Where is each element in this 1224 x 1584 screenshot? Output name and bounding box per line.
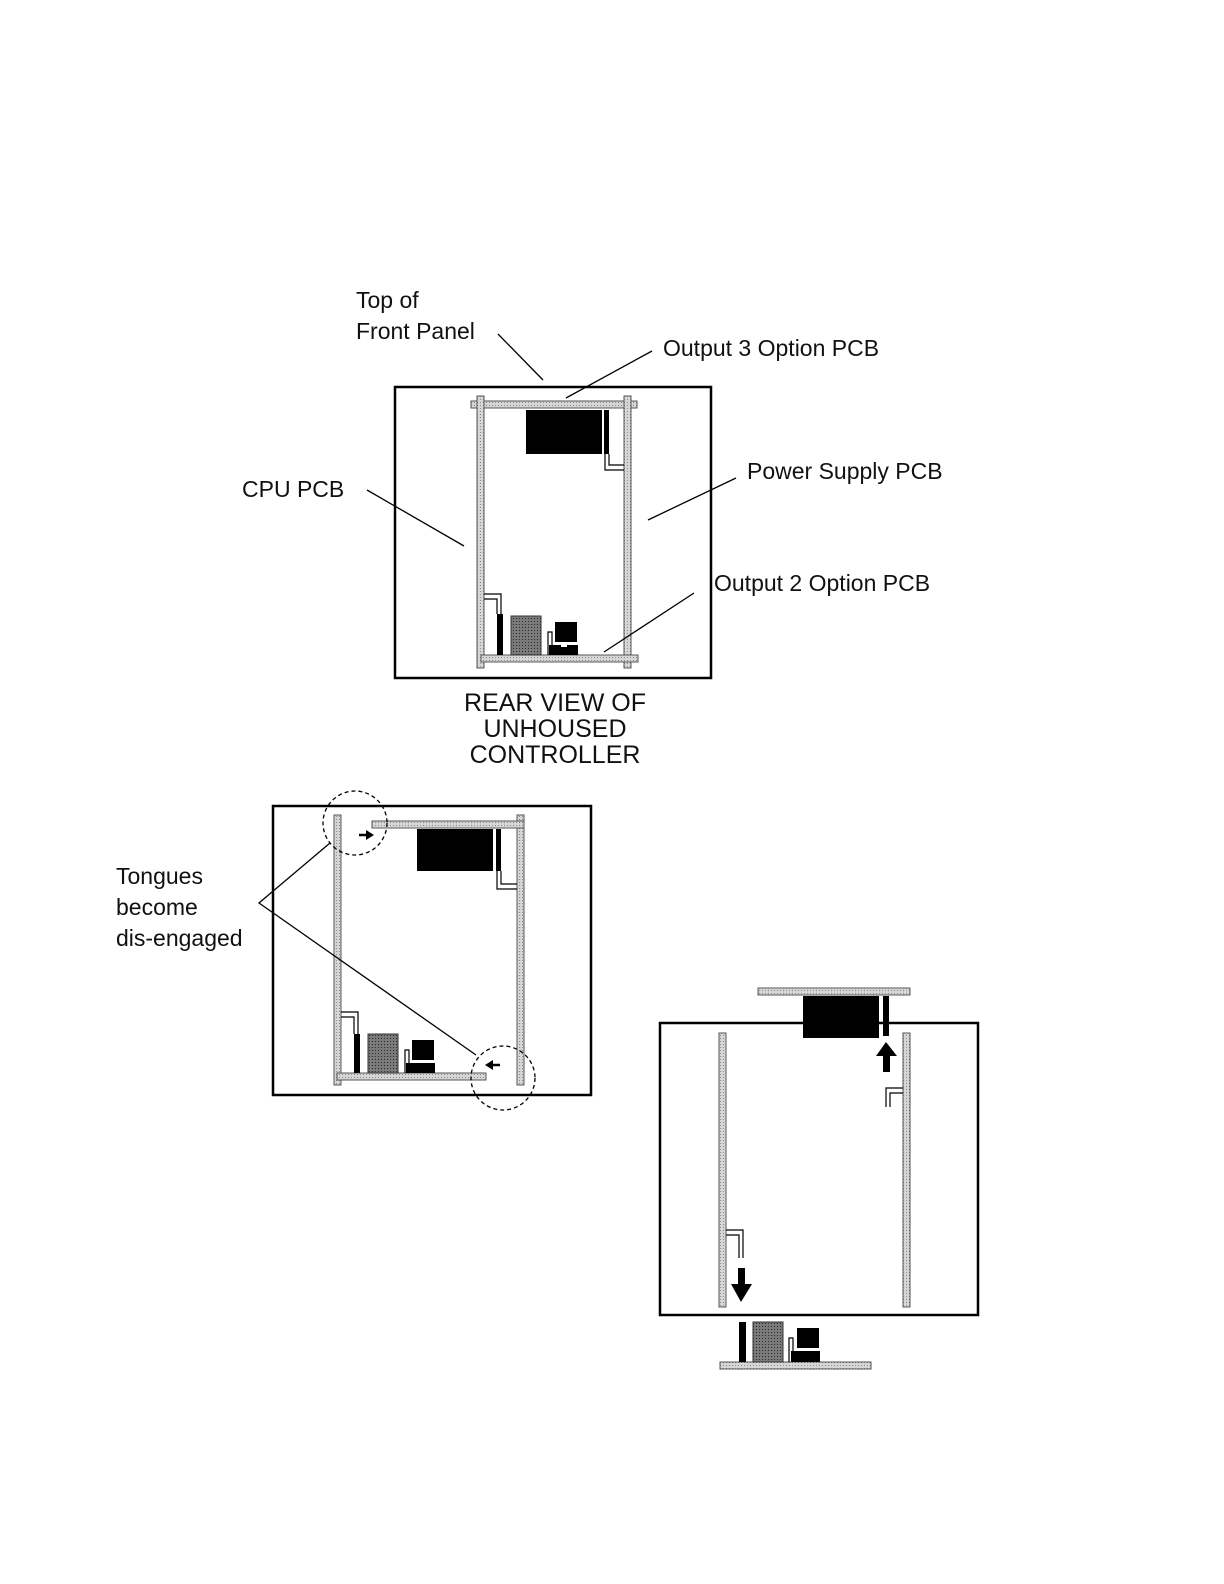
cpu-board-3 xyxy=(719,1033,726,1307)
output3-board xyxy=(471,401,637,408)
output2-relay-base-2 xyxy=(406,1063,435,1073)
label-output3-option-pcb: Output 3 Option PCB xyxy=(663,333,879,364)
arrow-up-icon xyxy=(876,1042,897,1056)
power-pin-connector-3 xyxy=(886,1088,903,1107)
output2-transformer-2 xyxy=(368,1034,398,1073)
boards-removed-view xyxy=(660,988,978,1369)
output3-connector xyxy=(604,410,609,454)
tongues-disengaged-view xyxy=(259,791,591,1110)
output2-relay-base-removed xyxy=(791,1351,820,1362)
label-top-front-panel-line2: Front Panel xyxy=(356,316,475,347)
output2-pin-connector-2 xyxy=(341,1012,358,1034)
caption-rear-view: REAR VIEW OF UNHOUSED CONTROLLER xyxy=(430,690,680,768)
output2-connector-removed xyxy=(739,1322,746,1362)
leader-output2 xyxy=(604,593,694,652)
output2-board xyxy=(481,655,638,662)
output3-pin-connector xyxy=(605,454,624,470)
output2-connector xyxy=(497,614,503,655)
power-supply-board-2 xyxy=(517,815,524,1085)
arrow-left-icon-head xyxy=(485,1060,493,1070)
caption-line-2: UNHOUSED xyxy=(430,716,680,742)
label-cpu-pcb: CPU PCB xyxy=(242,474,344,505)
label-output2-option-pcb: Output 2 Option PCB xyxy=(714,568,930,599)
arrow-down-icon xyxy=(731,1284,752,1302)
leader-tongues xyxy=(259,843,476,1055)
output2-relay xyxy=(555,622,577,642)
cpu-pin-connector-3 xyxy=(726,1230,743,1258)
cpu-board-2 xyxy=(334,815,341,1085)
output2-transformer-removed xyxy=(753,1322,783,1362)
arrow-down-icon-shaft xyxy=(738,1268,745,1286)
output3-board-removed xyxy=(758,988,910,995)
output2-connector-2 xyxy=(354,1034,360,1073)
cpu-board xyxy=(477,396,484,668)
label-tongues-line1: Tongues xyxy=(116,861,203,892)
output3-component-block xyxy=(526,410,602,454)
output2-board-removed xyxy=(720,1362,871,1369)
power-supply-board-3 xyxy=(903,1033,910,1307)
output2-pin-connector xyxy=(484,594,501,614)
rear-view-assembled xyxy=(367,334,736,678)
leader-power-supply xyxy=(648,478,736,520)
caption-line-3: CONTROLLER xyxy=(430,742,680,768)
output3-board-2 xyxy=(372,821,524,828)
front-panel-outline-3 xyxy=(660,1023,978,1315)
output3-pin-connector-2 xyxy=(497,871,517,889)
output3-component-block-removed xyxy=(803,996,879,1038)
output2-board-2 xyxy=(337,1073,486,1080)
arrow-right-icon-head xyxy=(366,830,374,840)
output2-transformer xyxy=(511,616,541,655)
output2-relay-base-hole xyxy=(561,642,567,647)
output3-connector-2 xyxy=(496,829,501,871)
output2-relay-2 xyxy=(412,1040,434,1060)
label-power-supply-pcb: Power Supply PCB xyxy=(747,456,943,487)
output2-relay-removed xyxy=(797,1328,819,1348)
caption-line-1: REAR VIEW OF xyxy=(430,690,680,716)
label-tongues-line3: dis-engaged xyxy=(116,923,243,954)
label-tongues-line2: become xyxy=(116,892,198,923)
arrow-up-icon-shaft xyxy=(883,1054,890,1072)
leader-cpu xyxy=(367,490,464,546)
leader-front-panel xyxy=(498,334,543,380)
leader-output3 xyxy=(566,351,652,398)
label-top-front-panel-line1: Top of xyxy=(356,285,419,316)
output3-connector-removed xyxy=(883,996,889,1036)
output3-component-block-2 xyxy=(417,829,493,871)
power-supply-board xyxy=(624,396,631,668)
